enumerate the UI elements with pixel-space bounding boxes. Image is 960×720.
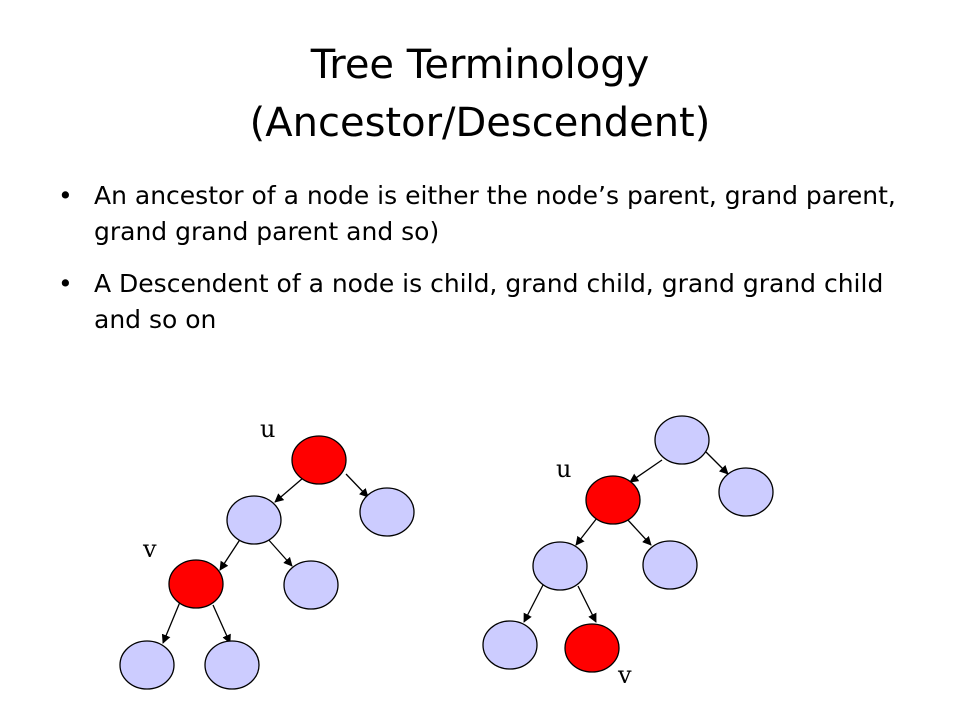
left-node-leaf-right[interactable] [204, 640, 260, 690]
left-edge-v-left [161, 601, 181, 644]
right-node-root-right[interactable] [718, 467, 774, 517]
title-line-1: Tree Terminology [310, 42, 650, 88]
bullet-list: • An ancestor of a node is either the no… [58, 178, 918, 354]
left-edge-root-right [345, 473, 369, 498]
right-label-u: u [556, 455, 571, 483]
bullet-item-ancestor: • An ancestor of a node is either the no… [58, 178, 918, 250]
left-label-u: u [260, 415, 275, 443]
left-node-mid-right[interactable] [283, 560, 339, 610]
right-node-u-right[interactable] [642, 540, 698, 590]
right-tree [523, 451, 729, 623]
page-title: Tree Terminology (Ancestor/Descendent) [0, 36, 960, 152]
right-tree-nodes [482, 415, 774, 673]
right-edge-u-right [626, 518, 652, 546]
right-node-mid[interactable] [532, 541, 588, 591]
left-node-v[interactable] [168, 559, 224, 609]
right-edge-mid-right [577, 585, 597, 623]
right-label-v: v [617, 661, 632, 689]
left-tree-nodes [119, 435, 415, 690]
right-node-u[interactable] [585, 475, 641, 525]
left-edge-mid-left [219, 537, 242, 571]
left-node-leaf-left[interactable] [119, 640, 175, 690]
right-node-root[interactable] [654, 415, 710, 465]
left-node-root-right[interactable] [359, 487, 415, 537]
bullet-item-descendent: • A Descendent of a node is child, grand… [58, 266, 918, 338]
left-edge-v-right [212, 604, 231, 644]
bullet-text-ancestor: An ancestor of a node is either the node… [94, 181, 896, 246]
left-edge-root-left [274, 477, 304, 503]
left-edge-mid-right [266, 537, 293, 567]
right-edge-u-left [575, 517, 598, 546]
right-node-v[interactable] [564, 623, 620, 673]
bullet-text-descendent: A Descendent of a node is child, grand c… [94, 269, 884, 334]
left-tree [161, 473, 369, 644]
left-label-v: v [142, 535, 157, 563]
right-node-leaf-left[interactable] [482, 620, 538, 670]
right-edge-mid-left [523, 584, 544, 623]
bullet-icon: • [58, 269, 73, 298]
left-node-mid[interactable] [226, 495, 282, 545]
right-edge-root-left [629, 459, 663, 483]
title-line-2: (Ancestor/Descendent) [249, 100, 711, 146]
right-edge-root-right [705, 451, 729, 475]
bullet-icon: • [58, 181, 73, 210]
left-node-u[interactable] [291, 435, 347, 485]
